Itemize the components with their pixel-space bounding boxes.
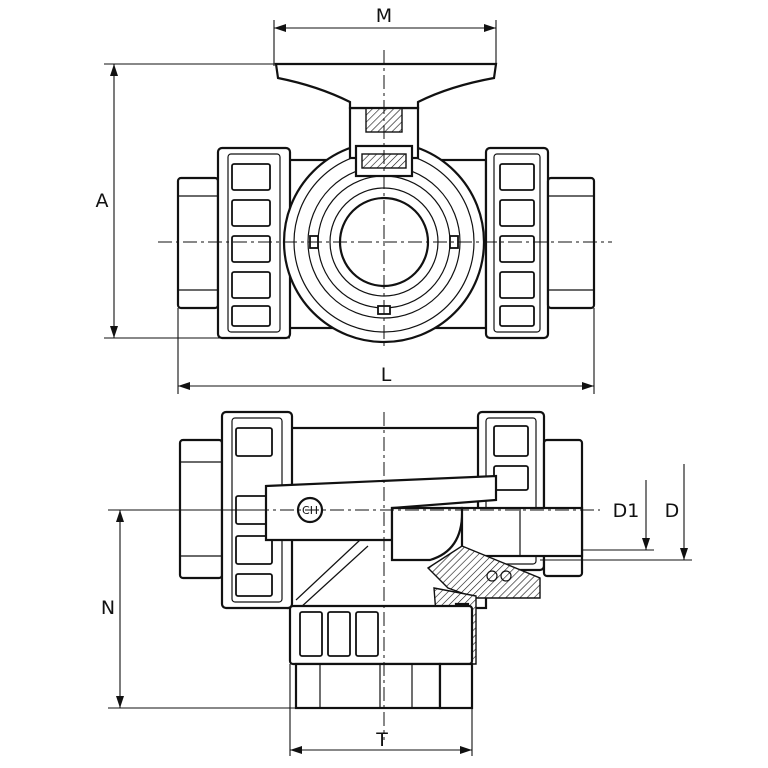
top-right-pipe bbox=[546, 176, 596, 310]
handle-marker-label: CH bbox=[302, 504, 318, 517]
top-handle bbox=[274, 62, 498, 110]
dim-label-n: N bbox=[101, 597, 115, 619]
top-left-pipe bbox=[176, 176, 220, 310]
bottom-view bbox=[178, 410, 584, 710]
dim-label-d: D bbox=[665, 500, 680, 522]
dim-label-l: L bbox=[381, 364, 392, 386]
dim-label-m: M bbox=[376, 5, 392, 27]
dim-label-d1: D1 bbox=[613, 500, 640, 522]
bottom-outlet-bore bbox=[460, 506, 584, 558]
bottom-seal-hatch-1 bbox=[426, 545, 541, 599]
dim-label-a: A bbox=[96, 190, 109, 212]
dimension-labels: M A L D1 D N T CH bbox=[96, 5, 680, 751]
dimension-lines bbox=[104, 20, 692, 756]
bottom-lower-nut-slots bbox=[299, 611, 379, 657]
bottom-lower-pipe bbox=[294, 662, 442, 710]
dim-label-t: T bbox=[375, 729, 388, 751]
bottom-left-pipe bbox=[178, 438, 224, 580]
top-view bbox=[176, 62, 596, 344]
